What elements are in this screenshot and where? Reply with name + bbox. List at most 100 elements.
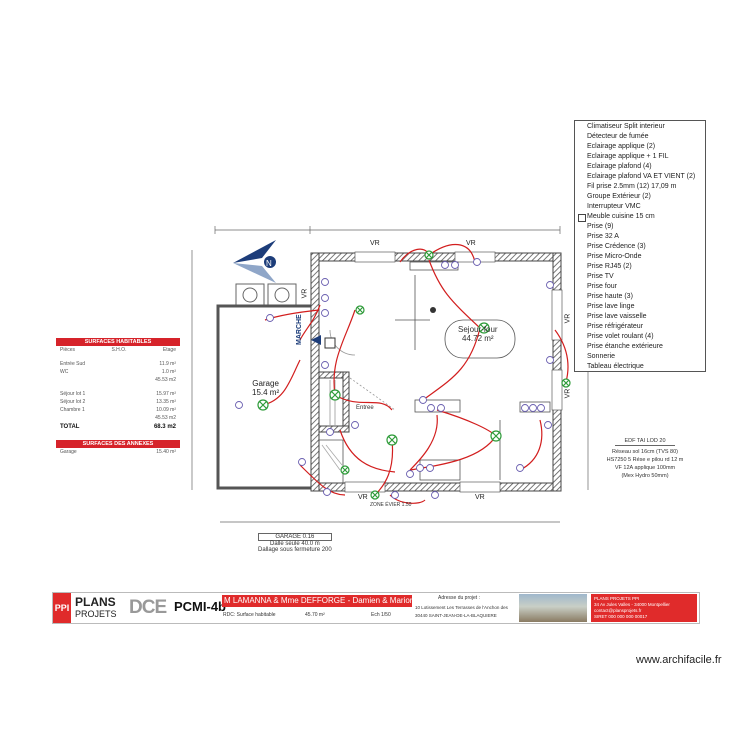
col-header: S.H.O. [111, 347, 127, 353]
cell: Séjour lot 1 [60, 391, 86, 397]
table-row: Séjour lot 1 15.97 m² [56, 390, 180, 398]
surfaces-title: SURFACES HABITABLES [56, 338, 180, 346]
sejour-label: Sejour-four 44.72 m² [458, 325, 498, 343]
cell: Garage [60, 449, 77, 455]
vr-label: VR [466, 240, 476, 247]
entrance-arrow-icon [311, 335, 321, 345]
vr-label: VR [564, 313, 572, 324]
cell: Séjour lot 2 [60, 399, 86, 405]
title-block: PPI PLANS PROJETS DCE PCMI-4b M LAMANNA … [52, 592, 700, 624]
legend-item: Fil prise 2.5mm (12) 17,09 m [587, 183, 677, 190]
sejour-area: 44.72 m² [462, 334, 494, 343]
marche-label: MARCHE [296, 314, 303, 345]
surface-value: 45.70 m² [305, 612, 325, 618]
legend-item: Meuble cuisine 15 cm [587, 213, 655, 220]
subtotal: 45.53 m2 [155, 377, 176, 383]
company-block: PLANS PROJETS PPI 34 Av Jules Valles - 3… [591, 594, 697, 622]
subtotal: 45.53 m2 [155, 415, 176, 421]
garage-note-line1: Dalle seule 40.0 m [270, 541, 320, 547]
cell: 10.09 m² [156, 407, 176, 413]
legend-item: Prise four [587, 283, 617, 290]
socket-icons [235, 258, 554, 499]
surface-label: RDC: Surface habitable [223, 612, 276, 618]
company-line: SIRET 000 000 000 00017 [594, 614, 648, 619]
legend-item: Prise lave vaisselle [587, 313, 647, 320]
legend-item: Eclairage plafond VA ET VIENT (2) [587, 173, 696, 180]
wall-light-icon [561, 378, 571, 388]
dce-logo: DCE [129, 597, 167, 618]
legend-item: Prise réfrigérateur [587, 323, 644, 330]
legend-item: Prise Micro-Onde [587, 253, 642, 260]
legend-item: Interrupteur VMC [587, 203, 641, 210]
cell: 11.9 m² [159, 361, 176, 367]
address-line1: 10 Lotissement Les Terrasses de l'Anchon… [415, 605, 508, 610]
zone-label: ZONE ÉVIER 1.50 [370, 502, 412, 508]
cell: Entrée Sud [60, 361, 86, 367]
projets-text: PROJETS [75, 609, 117, 619]
company-name: PLANS PROJETS PPI [594, 596, 640, 601]
company-line: contact@plansprojets.fr [594, 608, 642, 613]
garage-name: Garage [252, 379, 279, 388]
edf-line: HS7250 5 Rése e pilou rd 12 m [606, 457, 684, 463]
legend-item: Eclairage applique + 1 FIL [587, 153, 669, 160]
legend-item: Eclairage plafond (4) [587, 163, 652, 170]
ceiling-light-icon [386, 434, 398, 446]
checkbox-icon [578, 214, 586, 222]
vr-label: VR [301, 288, 309, 299]
cell: WC [60, 369, 69, 375]
legend-item: Prise étanche extérieure [587, 343, 663, 350]
table-row: WC 1.0 m² [56, 368, 180, 376]
edf-line: (Mex Hydro 50mm) [621, 473, 669, 479]
garage-note: GARAGE 0.16 Dalle seule 40.0 m Dallage s… [258, 533, 332, 553]
plans-projets-logo: PLANS PROJETS [75, 596, 117, 620]
annex-title: SURFACES DES ANNEXES [56, 440, 180, 448]
ceiling-light-icon [478, 322, 490, 334]
col-header: Pièces [60, 347, 76, 353]
wall-light-icon [370, 490, 380, 500]
entree-label: Entree [356, 405, 374, 411]
ceiling-light-icon [257, 399, 269, 411]
subtotal-row: 45.53 m2 [56, 376, 180, 384]
cell: Chambre 1 [60, 407, 85, 413]
address-label: Adresse du projet : [438, 595, 480, 601]
col-header: Etage [162, 347, 176, 353]
surfaces-table: SURFACES HABITABLES Pièces S.H.O. Etage … [56, 338, 180, 480]
garage-note-line2: Dallage sous fermeture 200 [258, 547, 332, 553]
table-row: Entrée Sud 11.9 m² [56, 360, 180, 368]
interior-fixtures [319, 261, 551, 483]
vr-label: VR [370, 240, 380, 247]
address-line2: 30440 SAINT-JEAN-DE-LA-BLAQUIERE [415, 613, 497, 618]
company-line: 34 Av Jules Valles - 34000 Montpellier [594, 602, 670, 607]
edf-title: EDF TAI LOD 20 [615, 437, 675, 446]
edf-line: VF 12A applique 100mm [614, 465, 676, 471]
watermark: www.archifacile.fr [636, 654, 722, 666]
house-walls [310, 251, 563, 493]
legend-item: Tableau électrique [587, 363, 644, 370]
ceiling-light-icon [490, 430, 502, 442]
table-row: Chambre 1 10.09 m² [56, 406, 180, 414]
cell: 15.97 m² [156, 391, 176, 397]
edf-line: Réseau sol 16cm (TVS 80) [611, 449, 679, 455]
electrical-panel-icon [324, 307, 436, 349]
subtotal-row: 45.53 m2 [56, 414, 180, 422]
wall-light-icon [340, 465, 350, 475]
garage-label: Garage 15.4 m² [252, 379, 279, 397]
scale-value: Ech 1/50 [371, 612, 391, 618]
legend-item: Prise lave linge [587, 303, 635, 310]
pcmi-label: PCMI-4b [174, 599, 226, 614]
surfaces-cols: Pièces S.H.O. Etage [56, 346, 180, 354]
cell: 1.0 m² [161, 369, 176, 375]
legend-item: Prise haute (3) [587, 293, 633, 300]
legend-item: Groupe Extérieur (2) [587, 193, 651, 200]
owner-banner: M LAMANNA & Mme DEFFORGE - Damien & Mari… [222, 595, 412, 607]
cell: 13.35 m² [156, 399, 176, 405]
legend-item: Prise 32 A [587, 233, 619, 240]
garage-note-label: GARAGE 0.16 [258, 533, 332, 541]
legend-item: Prise Crédence (3) [587, 243, 646, 250]
svg-text:N: N [266, 259, 272, 268]
wall-light-icon [424, 250, 434, 260]
wall-light-icon [355, 305, 365, 315]
